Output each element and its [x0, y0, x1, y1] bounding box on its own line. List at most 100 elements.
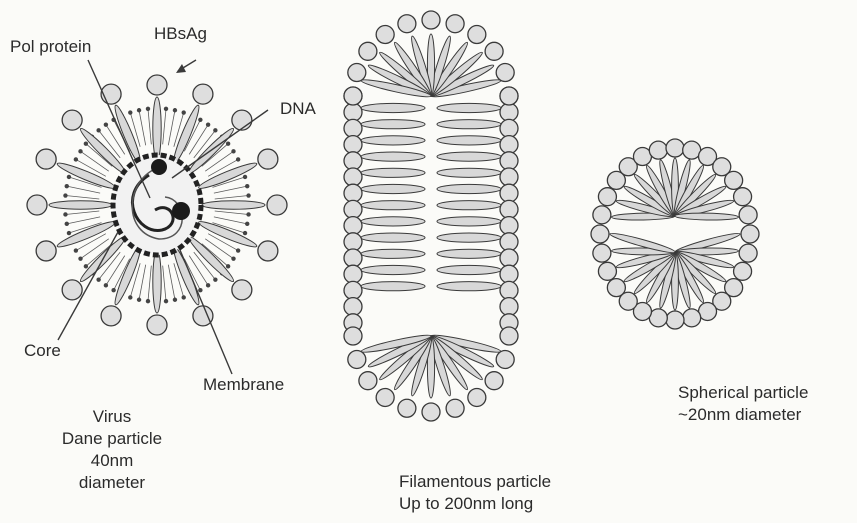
lipid-tail	[361, 233, 425, 242]
pol-protein-label: Pol protein	[10, 36, 91, 58]
membrane-lipid-head	[78, 149, 82, 153]
lipid-tail	[153, 250, 161, 313]
lipid-head	[344, 152, 362, 170]
membrane-lipid-head	[182, 110, 186, 114]
lipid-head	[422, 403, 440, 421]
lipid-head	[398, 15, 416, 33]
lipid-head	[593, 244, 611, 262]
membrane-lipid-head	[96, 277, 100, 281]
lipid-head	[27, 195, 47, 215]
lipid-head	[500, 233, 518, 251]
pol-protein-dot	[172, 202, 190, 220]
lipid-head	[344, 298, 362, 316]
lipid-head	[344, 265, 362, 283]
lipid-head	[348, 64, 366, 82]
lipid-tail	[437, 233, 501, 242]
lipid-head	[232, 280, 252, 300]
lipid-head	[500, 281, 518, 299]
membrane-lipid	[139, 265, 146, 300]
membrane-lipid	[163, 109, 166, 145]
membrane-lipid-head	[104, 122, 108, 126]
lipid-tail	[153, 97, 161, 160]
virus-caption-line-2: Dane particle	[52, 428, 172, 450]
lipid-head	[741, 225, 759, 243]
membrane-lipid-head	[236, 248, 240, 252]
lipid-head	[500, 103, 518, 121]
lipid-tail	[112, 245, 144, 306]
membrane-lipid	[215, 211, 249, 214]
lipid-tail	[361, 265, 425, 274]
membrane-lipid	[168, 265, 175, 300]
pol-protein-dot	[151, 159, 167, 175]
lipid-head	[359, 372, 377, 390]
lipid-head	[348, 350, 366, 368]
lipid-head	[36, 241, 56, 261]
membrane-lipid-head	[206, 283, 210, 287]
membrane-lipid-head	[173, 298, 177, 302]
lipid-head	[649, 141, 667, 159]
lipid-head	[344, 217, 362, 235]
lipid-tail	[437, 217, 501, 226]
lipid-head	[344, 200, 362, 218]
filamentous-caption: Filamentous particle Up to 200nm long	[399, 471, 551, 515]
lipid-head	[101, 306, 121, 326]
lipid-head	[398, 399, 416, 417]
lipid-head	[344, 281, 362, 299]
lipid-head	[344, 136, 362, 154]
membrane-lipid-head	[137, 108, 141, 112]
membrane-lipid-head	[245, 222, 249, 226]
lipid-head	[468, 26, 486, 44]
lipid-tail	[49, 201, 112, 209]
membrane-lipid-head	[164, 299, 168, 303]
lipid-head	[376, 388, 394, 406]
lipid-head	[344, 168, 362, 186]
lipid-tail	[437, 152, 501, 161]
lipid-tail	[437, 184, 501, 193]
membrane-lipid	[65, 196, 99, 199]
lipid-head	[258, 149, 278, 169]
lipid-head	[344, 119, 362, 137]
membrane-lipid-head	[67, 231, 71, 235]
membrane-lipid-head	[104, 283, 108, 287]
lipid-head	[446, 399, 464, 417]
membrane-lipid-head	[243, 175, 247, 179]
lipid-head	[258, 241, 278, 261]
lipid-tail	[361, 136, 425, 145]
filamentous-caption-line-1: Filamentous particle	[399, 471, 551, 493]
membrane-lipid-head	[226, 142, 230, 146]
lipid-head	[734, 262, 752, 280]
membrane-lipid-head	[231, 149, 235, 153]
lipid-head	[500, 327, 518, 345]
lipid-head	[500, 136, 518, 154]
lipid-head	[496, 64, 514, 82]
membrane-lipid-head	[236, 157, 240, 161]
lipid-tail	[361, 217, 425, 226]
membrane-lipid-head	[128, 295, 132, 299]
lipid-head	[500, 152, 518, 170]
membrane-lipid-head	[246, 193, 250, 197]
lipid-head	[666, 311, 684, 329]
membrane-lipid	[67, 217, 100, 224]
membrane-lipid-head	[245, 184, 249, 188]
virus-caption-line-4: diameter	[52, 472, 172, 494]
lipid-tail	[361, 103, 425, 112]
membrane-lipid-head	[63, 193, 67, 197]
membrane-lipid-head	[198, 288, 202, 292]
filamentous-caption-line-2: Up to 200nm long	[399, 493, 551, 515]
lipid-head	[500, 184, 518, 202]
membrane-label: Membrane	[203, 374, 284, 396]
lipid-head	[376, 26, 394, 44]
lipid-tail	[361, 184, 425, 193]
membrane-lipid-head	[146, 107, 150, 111]
lipid-head	[62, 280, 82, 300]
virus-caption: Virus Dane particle 40nm diameter	[52, 406, 172, 494]
lipid-tail	[675, 213, 738, 221]
lipid-head	[232, 110, 252, 130]
membrane-lipid	[215, 196, 249, 199]
lipid-tail	[112, 104, 144, 165]
lipid-tail	[361, 282, 425, 291]
lipid-head	[147, 315, 167, 335]
lipid-head	[739, 206, 757, 224]
membrane-lipid-head	[78, 256, 82, 260]
membrane-lipid	[139, 110, 146, 145]
